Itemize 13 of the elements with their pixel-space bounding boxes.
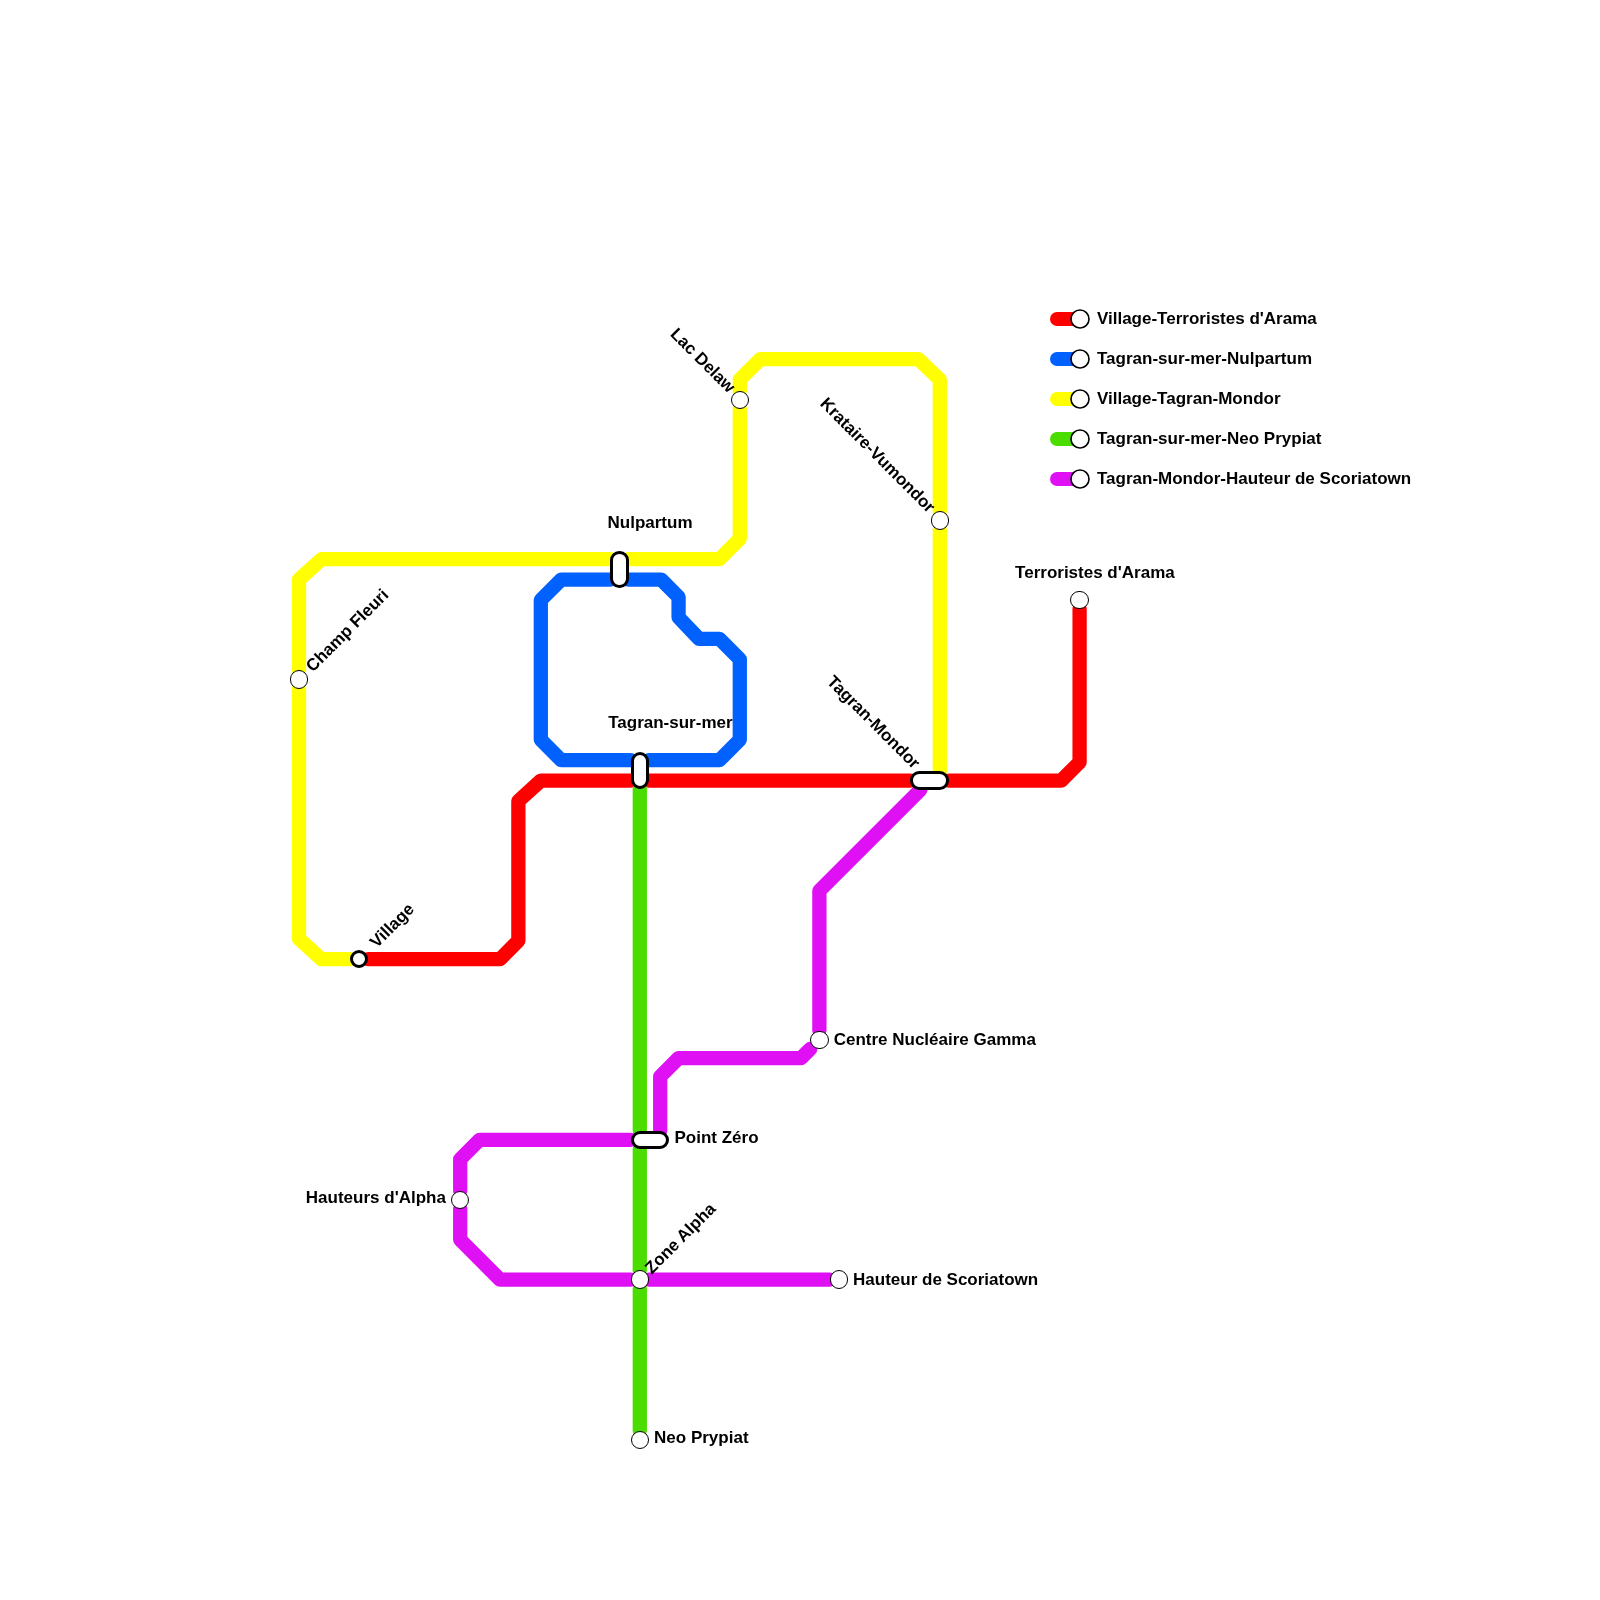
station-name: Neo Prypiat <box>654 1428 749 1448</box>
station-name: Hauteurs d'Alpha <box>305 1188 446 1208</box>
legend-label: Village-Tagran-Mondor <box>1096 388 1281 409</box>
legend-label: Tagran-sur-mer-Nulpartum <box>1096 349 1312 370</box>
legend-label: Village-Terroristes d'Arama <box>1096 309 1317 330</box>
station-name: Centre Nucléaire Gamma <box>833 1030 1036 1050</box>
station-name: Terroristes d'Arama <box>1015 563 1175 583</box>
legend-label: Tagran-Mondor-Hauteur de Scoriatown <box>1096 468 1412 489</box>
station-name: Nulpartum <box>607 513 693 533</box>
legend-label: Tagran-sur-mer-Neo Prypiat <box>1096 428 1322 449</box>
station-name: Tagran-sur-mer <box>608 713 733 733</box>
station-name: Hauteur de Scoriatown <box>853 1269 1039 1290</box>
station-name: Point Zéro <box>674 1128 759 1148</box>
